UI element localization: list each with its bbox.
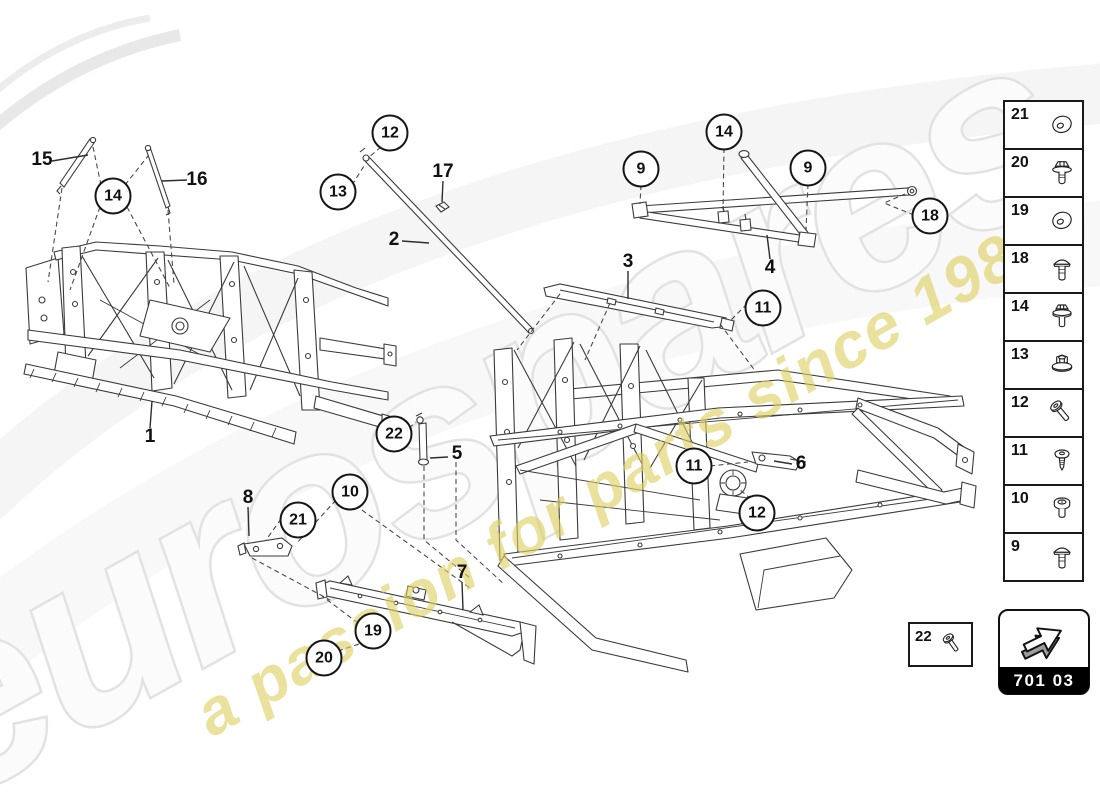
hex-washer-bolt-icon <box>1052 304 1072 328</box>
callout-11[interactable]: 11 <box>744 289 782 327</box>
callout-12[interactable]: 12 <box>371 114 409 152</box>
callout-18[interactable]: 18 <box>911 197 949 235</box>
sidebar-item-label: 18 <box>1011 250 1029 267</box>
sidebar-item-label: 14 <box>1011 298 1029 315</box>
socket-head-screw-icon <box>1053 497 1071 518</box>
callout-7[interactable]: 7 <box>456 562 468 583</box>
callout-22[interactable]: 22 <box>375 415 413 453</box>
callout-16[interactable]: 16 <box>186 169 208 190</box>
callout-9[interactable]: 9 <box>789 149 827 187</box>
rear-frame-right-drawing <box>489 337 977 673</box>
watermark-swoosh <box>0 14 1100 686</box>
callout-11[interactable]: 11 <box>675 447 713 485</box>
legend-item-22[interactable]: 22 <box>908 622 973 667</box>
sidebar-item-label: 9 <box>1011 538 1020 555</box>
sidebar-item-label: 13 <box>1011 346 1029 363</box>
legend-item-label: 22 <box>915 628 932 645</box>
callout-6[interactable]: 6 <box>795 453 807 474</box>
rear-frame-left-drawing <box>23 241 397 445</box>
strut-15-16-drawing <box>56 136 171 216</box>
solid-leaders <box>51 154 793 611</box>
bracket-8-drawing <box>237 537 293 557</box>
shoulder-pin-icon <box>1050 400 1070 421</box>
callout-5[interactable]: 5 <box>451 443 463 464</box>
callout-3[interactable]: 3 <box>622 251 634 272</box>
sidebar-item-label: 21 <box>1011 106 1029 123</box>
link-5-drawing <box>415 412 430 466</box>
button-head-screw-icon <box>1053 259 1071 281</box>
callout-15[interactable]: 15 <box>31 149 53 170</box>
grommet-pin-icon <box>942 632 959 652</box>
sidebar-item-label: 12 <box>1011 394 1029 411</box>
callout-14[interactable]: 14 <box>94 177 132 215</box>
sidebar-item-13[interactable]: 13 <box>1003 340 1084 390</box>
code-box-arrow-holder <box>1000 612 1088 668</box>
sidebar-item-label: 20 <box>1011 154 1029 171</box>
washer-icon <box>1052 211 1072 230</box>
callout-21[interactable]: 21 <box>279 501 317 539</box>
sidebar-item-20[interactable]: 20 <box>1003 148 1084 198</box>
callout-4[interactable]: 4 <box>764 257 776 278</box>
sidebar-item-10[interactable]: 10 <box>1003 484 1084 534</box>
diagram-code: 701 03 <box>1013 670 1075 690</box>
washer-icon <box>1052 115 1072 134</box>
sidebar-item-label: 11 <box>1011 442 1028 459</box>
sidebar-item-label: 19 <box>1011 202 1029 219</box>
button-head-screw-icon <box>1053 547 1071 569</box>
sidebar-item-11[interactable]: 11 <box>1003 436 1084 486</box>
sidebar-item-21[interactable]: 21 <box>1003 100 1084 150</box>
callout-8[interactable]: 8 <box>242 487 254 508</box>
callout-12[interactable]: 12 <box>738 494 776 532</box>
sidebar-item-19[interactable]: 19 <box>1003 196 1084 246</box>
callout-19[interactable]: 19 <box>354 612 392 650</box>
sidebar-item-label: 10 <box>1011 490 1029 507</box>
callout-9[interactable]: 9 <box>622 150 660 188</box>
sidebar-item-9[interactable]: 9 <box>1003 532 1084 582</box>
diagram-code-box: 701 03 <box>998 609 1090 695</box>
code-band: 701 03 <box>999 667 1089 694</box>
strip-3-drawing <box>543 283 735 332</box>
callout-20[interactable]: 20 <box>305 639 343 677</box>
sidebar-item-14[interactable]: 14 <box>1003 292 1084 342</box>
flange-nut-icon <box>1051 354 1073 372</box>
callout-1[interactable]: 1 <box>144 426 156 447</box>
rivet-screw-icon <box>1054 449 1070 472</box>
callout-10[interactable]: 10 <box>331 473 369 511</box>
callout-2[interactable]: 2 <box>388 229 400 250</box>
callout-17[interactable]: 17 <box>432 161 454 182</box>
hex-flange-bolt-icon <box>1052 161 1072 185</box>
callout-13[interactable]: 13 <box>319 173 357 211</box>
sill-7-drawing <box>315 575 537 665</box>
cross-brace-drawing <box>631 150 918 248</box>
legend-item-icon-holder <box>938 630 968 660</box>
arrow-ne-icon <box>1020 627 1062 660</box>
sidebar-item-18[interactable]: 18 <box>1003 244 1084 294</box>
fastener-sidebar: 21 20 19 18 14 13 12 11 10 9 <box>1003 100 1084 582</box>
sidebar-item-12[interactable]: 12 <box>1003 388 1084 438</box>
callout-14[interactable]: 14 <box>705 113 743 151</box>
